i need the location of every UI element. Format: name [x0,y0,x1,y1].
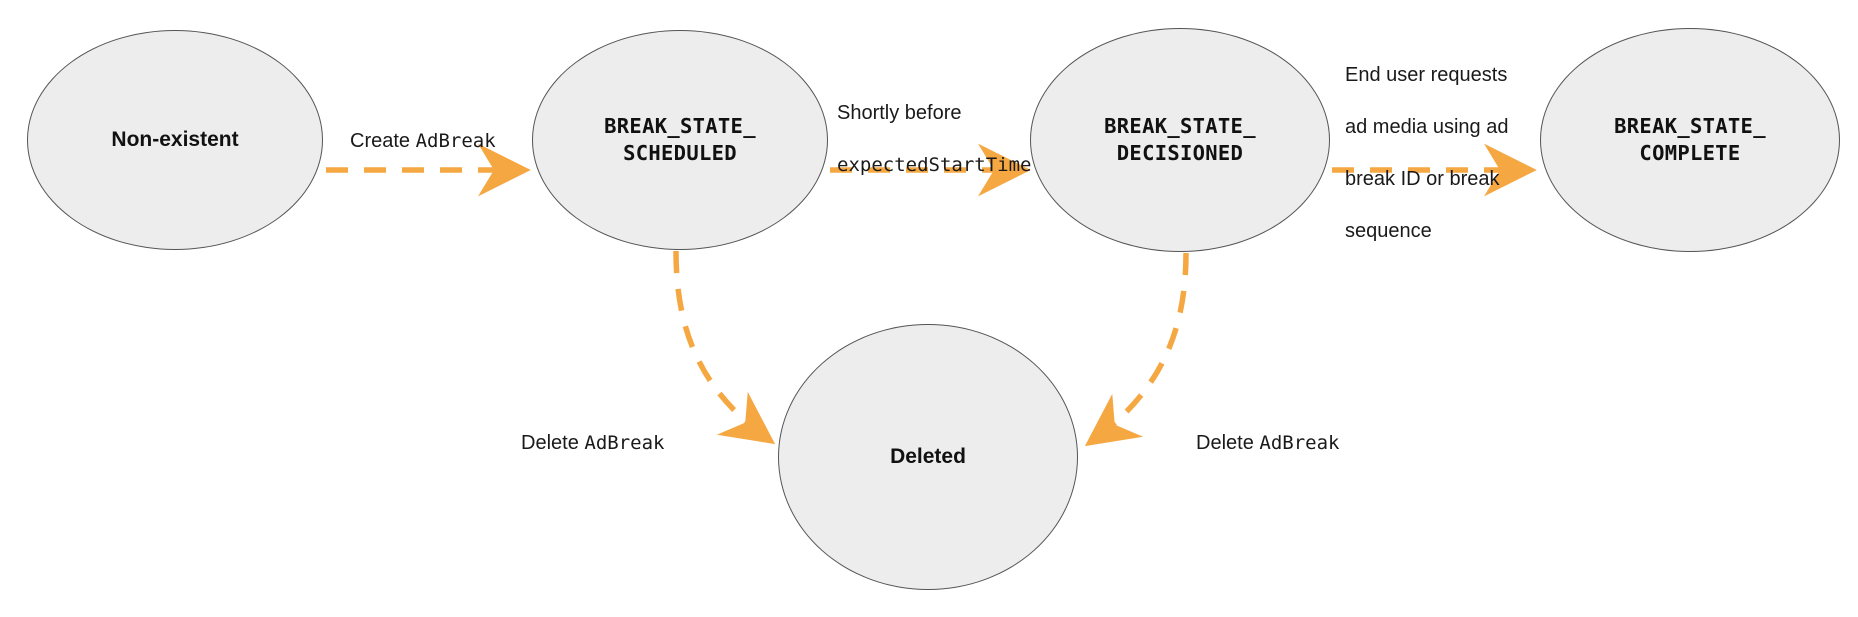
edge-label-line: ad media using ad [1345,114,1508,140]
state-node-label: Deleted [890,445,966,469]
edge-delete-from-scheduled [673,250,776,445]
edge-label-line: Shortly before [837,100,1031,126]
edge-label-prose: ad media using ad [1345,116,1509,138]
state-node-label: BREAK_STATE_ COMPLETE [1614,114,1766,165]
edge-label-end-user-requests-ad-media: End user requests ad media using ad brea… [1345,36,1508,270]
edge-label-code: AdBreak [584,432,665,454]
edge-label-prose: Create [350,130,416,152]
edge-label-line: break ID or break [1345,166,1508,192]
edge-label-shortly-before-expectedstarttime: Shortly before expectedStartTime [837,74,1031,204]
edge-label-line: Delete AdBreak [521,430,664,456]
edge-label-delete-adbreak-from-decisioned: Delete AdBreak [1196,404,1339,482]
state-node-label: BREAK_STATE_ SCHEDULED [604,114,756,165]
edge-label-code: AdBreak [415,130,496,152]
edge-label-line: End user requests [1345,62,1508,88]
edge-label-prose: Delete [1196,432,1260,454]
edge-label-prose: Shortly before [837,102,962,124]
state-node-break-state-decisioned[interactable]: BREAK_STATE_ DECISIONED [1030,28,1330,252]
edge-label-line: Create AdBreak [350,128,496,154]
edge-label-line: Delete AdBreak [1196,430,1339,456]
state-node-break-state-complete[interactable]: BREAK_STATE_ COMPLETE [1540,28,1840,252]
edge-label-line: sequence [1345,218,1508,244]
state-node-label: Non-existent [111,128,239,152]
state-node-non-existent[interactable]: Non-existent [27,30,323,250]
edge-label-line: expectedStartTime [837,152,1031,178]
edge-label-code: AdBreak [1259,432,1340,454]
edge-label-code: expectedStartTime [837,154,1032,176]
edge-label-prose: break ID or break [1345,168,1500,190]
state-node-deleted[interactable]: Deleted [778,324,1078,590]
edge-label-prose: sequence [1345,220,1432,242]
edge-label-create-adbreak: Create AdBreak [350,102,496,180]
edge-delete-from-decisioned [1084,252,1189,447]
state-node-label: BREAK_STATE_ DECISIONED [1104,114,1256,165]
state-node-break-state-scheduled[interactable]: BREAK_STATE_ SCHEDULED [532,30,828,250]
edge-label-delete-adbreak-from-scheduled: Delete AdBreak [521,404,664,482]
edge-label-prose: End user requests [1345,64,1508,86]
edge-label-prose: Delete [521,432,585,454]
